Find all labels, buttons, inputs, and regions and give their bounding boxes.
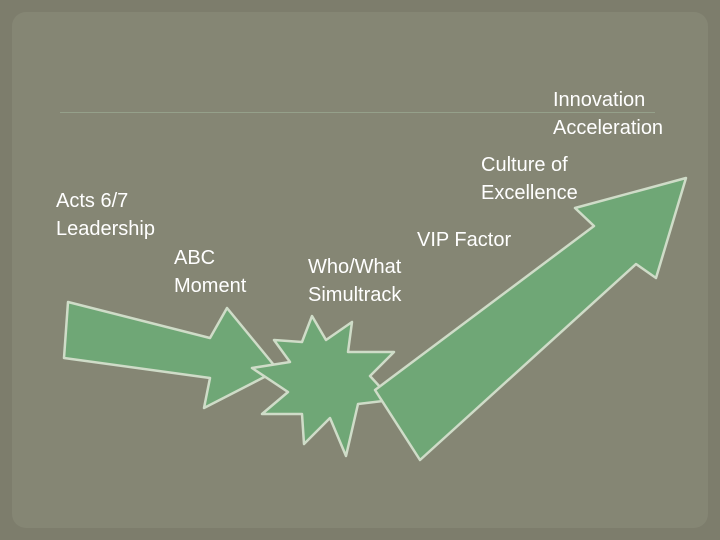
- innovation-acceleration-label: Innovation Acceleration: [553, 89, 664, 139]
- culture-excellence-label: Culture of Excellence: [481, 154, 578, 204]
- growth-arrow: [373, 176, 688, 462]
- breakthrough-burst: [250, 314, 396, 458]
- vip-factor-label: VIP Factor: [417, 229, 512, 251]
- incoming-arrow: [62, 300, 280, 410]
- who-what-simultrack-label: Who/What Simultrack: [308, 256, 402, 306]
- acts-leadership-label: Acts 6/7 Leadership: [56, 190, 155, 240]
- title-divider-line: [60, 112, 655, 113]
- abc-moment-label: ABC Moment: [174, 247, 247, 297]
